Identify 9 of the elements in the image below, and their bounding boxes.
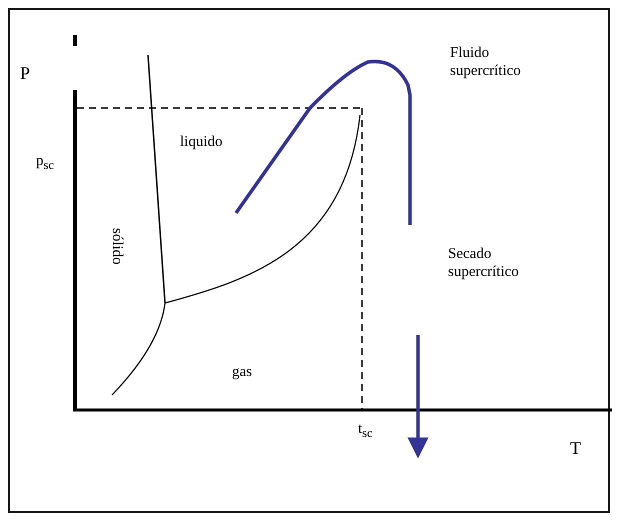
axis-tick-label: t$_{sc}$ — [358, 420, 373, 441]
axis-tick-label: p$_{sc}$ — [36, 152, 54, 173]
axis-label: P — [20, 63, 30, 85]
region-label: Fluido supercrítico — [450, 44, 522, 80]
process-label: Secado supercrítico — [448, 245, 520, 281]
axis-label: T — [570, 438, 581, 460]
region-label: gas — [232, 363, 252, 381]
region-label: sólido — [108, 228, 126, 265]
region-label: liquido — [180, 133, 223, 151]
